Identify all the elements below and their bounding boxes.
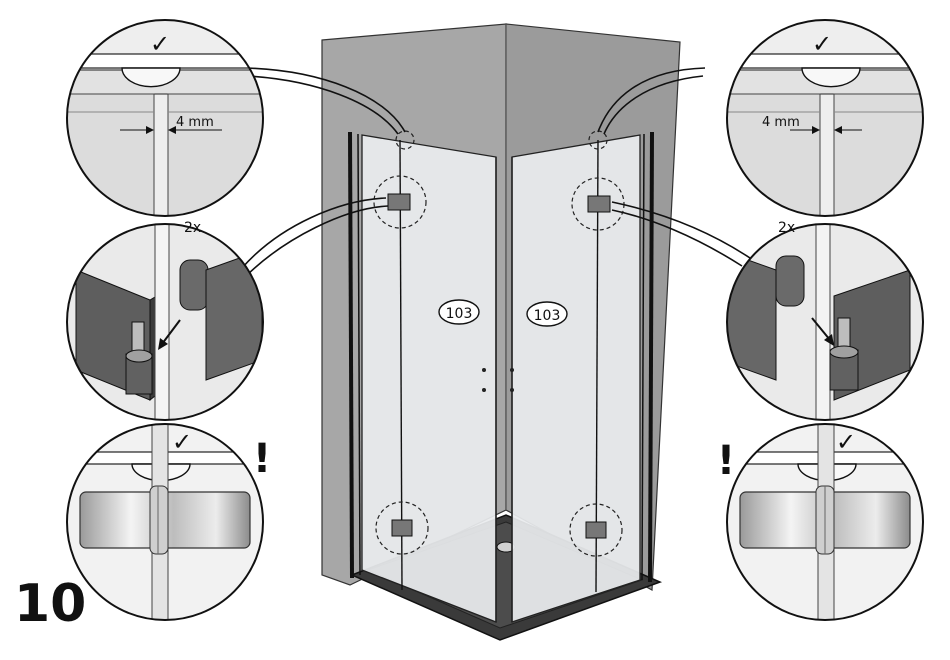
- detail-hinge-left: 2x: [60, 220, 280, 430]
- check-icon: ✓: [836, 428, 856, 456]
- warning-icon: !: [253, 436, 271, 482]
- detail-hinge-right: 2x: [720, 220, 940, 430]
- part-label-right: 103: [534, 308, 561, 324]
- warning-icon: !: [717, 438, 735, 484]
- part-label-left: 103: [446, 306, 473, 322]
- right-glass-door: [512, 135, 640, 622]
- detail-bottom-right: ✓: [720, 420, 940, 630]
- quantity-label-left: 2x: [184, 220, 201, 236]
- check-icon: ✓: [150, 30, 170, 58]
- detail-bottom-left: ✓: [60, 420, 280, 630]
- shower-enclosure: 103 103: [322, 24, 680, 640]
- quantity-label-right: 2x: [778, 220, 795, 236]
- check-icon: ✓: [172, 428, 192, 456]
- gap-label-right: 4 mm: [762, 115, 800, 130]
- check-icon: ✓: [812, 30, 832, 58]
- gap-label-left: 4 mm: [176, 115, 214, 130]
- step-number: 10: [14, 578, 86, 630]
- detail-top-right: 4 mm ✓: [710, 20, 944, 224]
- detail-top-left: 4 mm ✓: [60, 20, 288, 224]
- left-glass-door: [362, 135, 496, 622]
